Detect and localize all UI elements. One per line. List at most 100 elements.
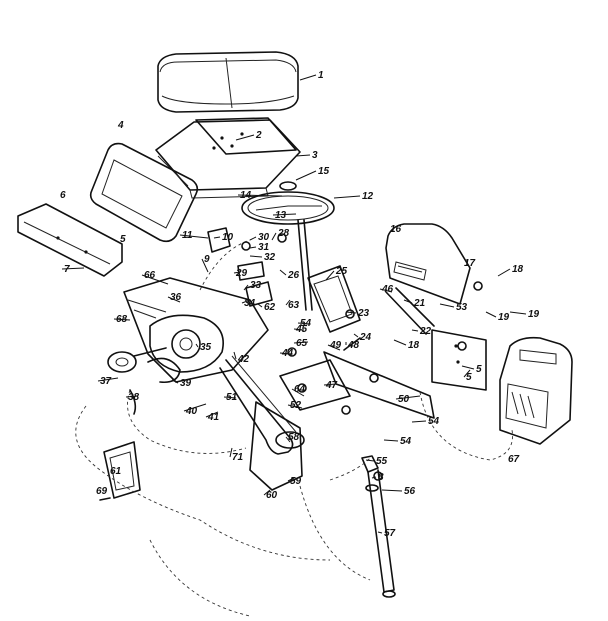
callout-number[interactable]: 3 <box>312 150 318 161</box>
callout-number[interactable]: 10 <box>222 232 234 243</box>
callout-number[interactable]: 66 <box>144 270 156 281</box>
callout-number[interactable]: 31 <box>258 242 270 253</box>
callout-number[interactable]: 2 <box>255 130 262 141</box>
callout-leader <box>333 195 361 199</box>
callout-number[interactable]: 9 <box>204 254 210 265</box>
engine-cover[interactable] <box>385 223 471 305</box>
callout-number[interactable]: 51 <box>226 392 238 403</box>
callout-number[interactable]: 44 <box>281 348 294 359</box>
callout-number[interactable]: 60 <box>266 490 278 501</box>
callout-leader <box>249 246 257 249</box>
callout-number[interactable]: 25 <box>335 266 348 277</box>
callout-leader <box>229 447 233 458</box>
callout-number[interactable]: 26 <box>287 270 300 281</box>
callout-number[interactable]: 13 <box>275 210 287 221</box>
callout-number[interactable]: 21 <box>413 298 426 309</box>
callout-number[interactable]: 34 <box>244 298 256 309</box>
callout-number[interactable]: 18 <box>408 340 420 351</box>
callout-leader <box>241 299 251 304</box>
callout-leader <box>403 299 413 304</box>
callout-number[interactable]: 55 <box>376 456 388 467</box>
callout-leader <box>233 271 241 274</box>
callout-number[interactable]: 65 <box>296 338 308 349</box>
callout-number[interactable]: 42 <box>237 354 250 365</box>
callout-number[interactable]: 48 <box>347 340 360 351</box>
callout-number[interactable]: 14 <box>240 190 252 201</box>
hood-trim[interactable] <box>17 203 123 277</box>
callout-leader <box>293 328 305 331</box>
steering-wheel[interactable] <box>241 181 335 311</box>
callout-number[interactable]: 24 <box>359 332 372 343</box>
callout-number[interactable]: 59 <box>290 476 302 487</box>
callout-number[interactable]: 52 <box>290 400 302 411</box>
callout-leader <box>113 318 131 321</box>
callout-number[interactable]: 58 <box>288 432 300 443</box>
callout-number[interactable]: 36 <box>170 292 182 303</box>
callout-number[interactable]: 41 <box>207 412 220 423</box>
callout-number[interactable]: 71 <box>232 452 244 463</box>
callout-number[interactable]: 38 <box>128 392 140 403</box>
callout-number[interactable]: 23 <box>357 308 370 319</box>
callout-number[interactable]: 32 <box>264 252 276 263</box>
callout-leader <box>383 439 399 442</box>
callout-number[interactable]: 67 <box>508 454 520 465</box>
grille[interactable] <box>499 336 573 445</box>
callout-number[interactable]: 62 <box>264 302 276 313</box>
callout-number[interactable]: 50 <box>398 394 410 405</box>
callout-number[interactable]: 22 <box>419 326 432 337</box>
callout-number[interactable]: 54 <box>300 318 312 329</box>
callout-number[interactable]: 53 <box>456 302 468 313</box>
callout-number[interactable]: 5 <box>466 372 472 383</box>
callout-number[interactable]: 30 <box>258 232 270 243</box>
seat-base[interactable] <box>155 119 301 199</box>
callout-number[interactable]: 19 <box>498 312 510 323</box>
callout-number[interactable]: 63 <box>288 300 300 311</box>
callout-number[interactable]: 5 <box>476 364 482 375</box>
callout-number[interactable]: 33 <box>250 280 262 291</box>
callout-number[interactable]: 18 <box>512 264 524 275</box>
callout-number[interactable]: 19 <box>528 309 540 320</box>
belt-guard[interactable] <box>249 401 303 491</box>
callout-number[interactable]: 68 <box>116 314 128 325</box>
seat-cushion[interactable] <box>157 51 299 113</box>
callout-number[interactable]: 69 <box>96 486 108 497</box>
callout-number[interactable]: 49 <box>329 340 342 351</box>
callout-leader <box>61 267 85 270</box>
callout-number[interactable]: 29 <box>235 268 248 279</box>
callout-number[interactable]: 8 <box>378 472 384 483</box>
callout-number[interactable]: 57 <box>384 528 396 539</box>
callout-number[interactable]: 47 <box>325 380 338 391</box>
callout-number[interactable]: 64 <box>294 384 306 395</box>
callout-number[interactable]: 16 <box>390 224 402 235</box>
callout-number[interactable]: 1 <box>318 70 324 81</box>
callout-number[interactable]: 56 <box>404 486 416 497</box>
steering-shaft[interactable] <box>361 455 396 598</box>
callout-number[interactable]: 12 <box>362 191 374 202</box>
callout-number[interactable]: 6 <box>60 190 66 201</box>
callout-number[interactable]: 5 <box>120 234 126 245</box>
hood-panel[interactable] <box>89 142 199 243</box>
callout-number[interactable]: 46 <box>381 284 394 295</box>
pulley[interactable] <box>107 347 167 373</box>
callout-number[interactable]: 11 <box>182 230 193 241</box>
callout-leader <box>205 411 219 418</box>
callout-number[interactable]: 35 <box>200 342 212 353</box>
callout-number[interactable]: 54 <box>428 416 440 427</box>
callout-number[interactable]: 17 <box>464 258 476 269</box>
callout-number[interactable]: 7 <box>64 264 70 275</box>
callout-leader <box>257 303 263 308</box>
callout-number[interactable]: 54 <box>400 436 412 447</box>
callout-number[interactable]: 37 <box>100 376 112 387</box>
callout-leader <box>201 258 209 273</box>
seat-pan[interactable] <box>195 117 297 155</box>
callout-number[interactable]: 40 <box>185 406 198 417</box>
callout-number[interactable]: 61 <box>110 466 122 477</box>
frame-assembly[interactable] <box>123 277 269 383</box>
callout-number[interactable]: 4 <box>117 120 124 131</box>
callout-number[interactable]: 39 <box>180 378 192 389</box>
callout-number[interactable]: 45 <box>295 324 308 335</box>
callout-number[interactable]: 15 <box>318 166 330 177</box>
dash-panel[interactable] <box>307 265 361 333</box>
callout-leader <box>97 377 119 382</box>
callout-number[interactable]: 28 <box>277 228 290 239</box>
